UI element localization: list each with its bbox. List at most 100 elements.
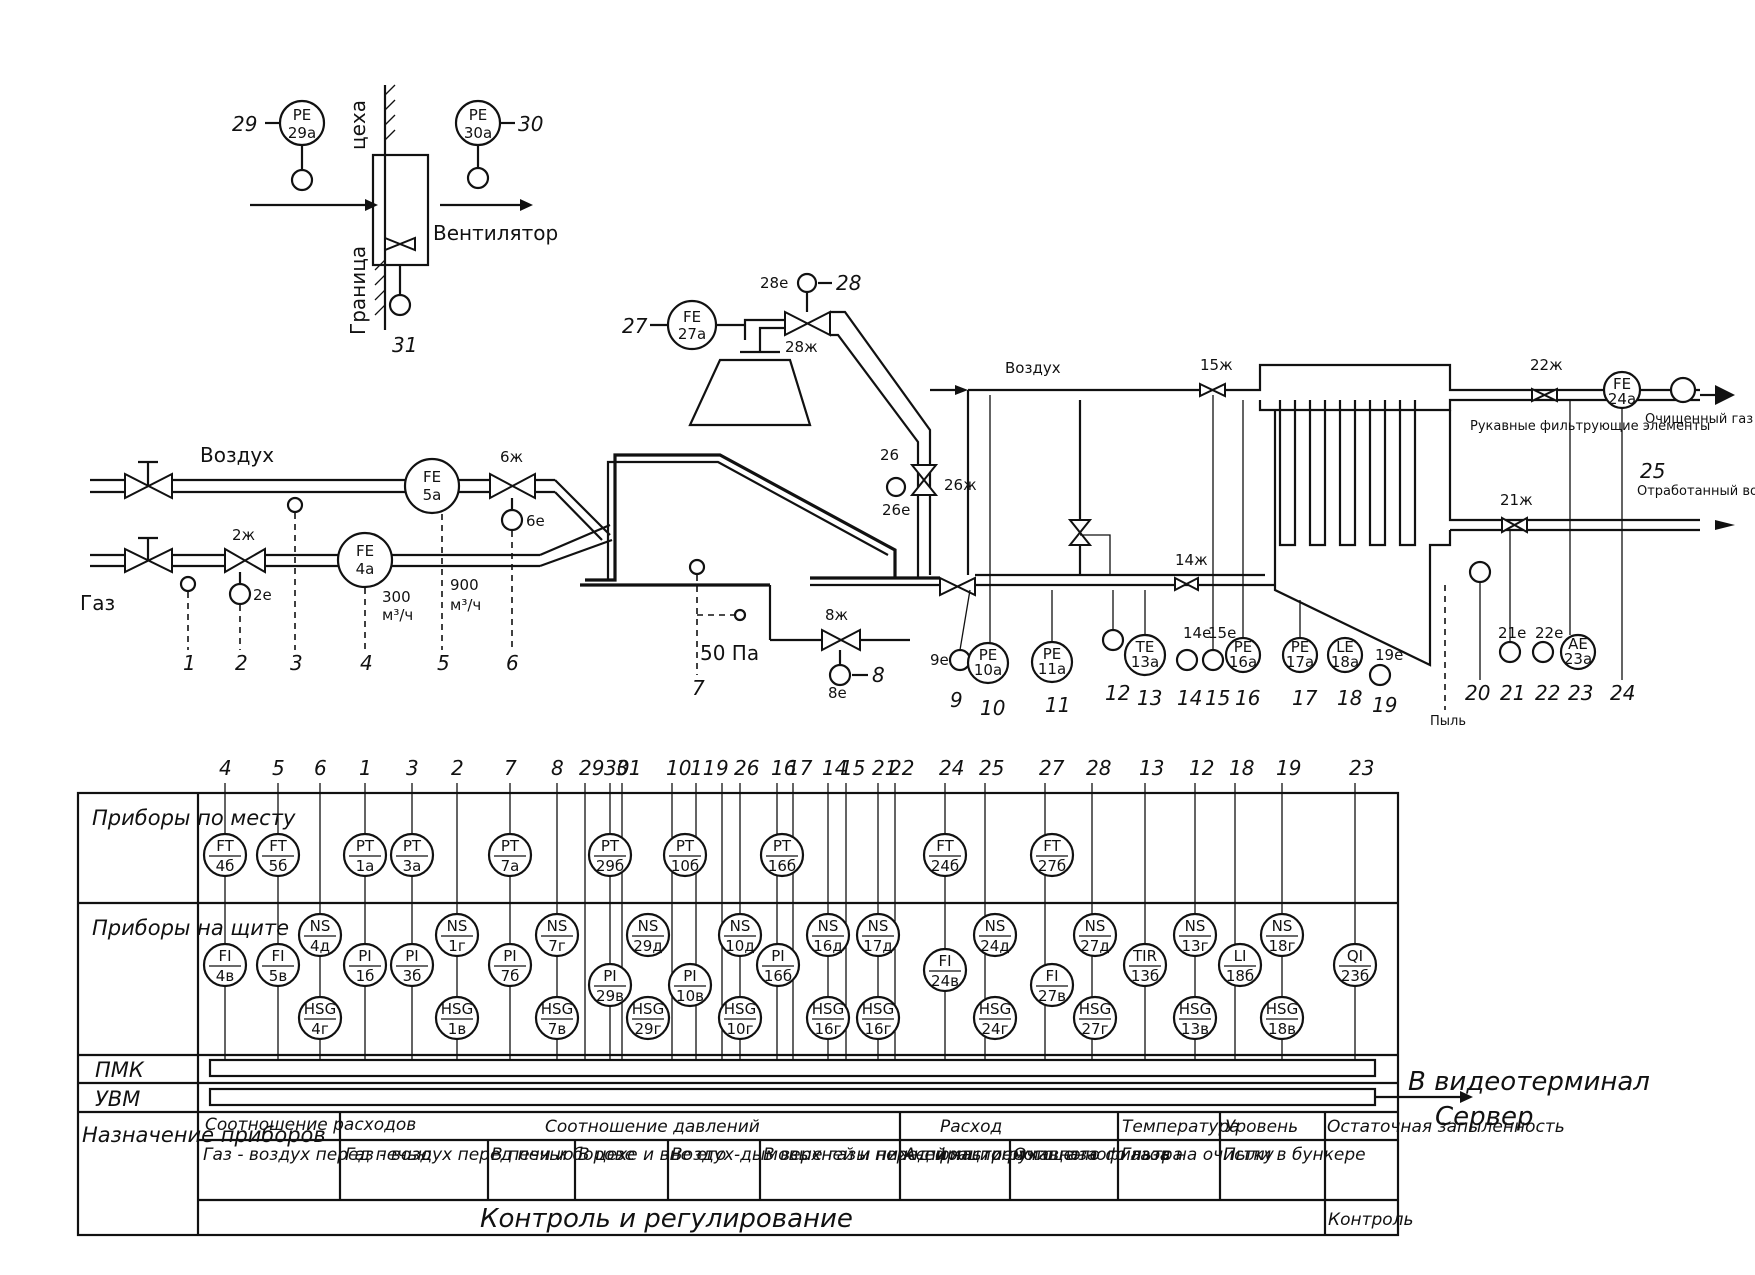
num-20: 20	[1465, 681, 1490, 705]
num-24: 24	[1610, 681, 1635, 705]
panel-instrument	[922, 947, 968, 993]
num-25: 25	[1640, 459, 1665, 483]
local-instrument	[662, 832, 708, 878]
panel-instrument-tag: NS	[447, 917, 468, 935]
panel-instrument	[434, 995, 480, 1041]
panel-instrument-sub: 24в	[931, 972, 959, 990]
panel-instrument	[1029, 962, 1075, 1008]
local-instrument-sub: 29б	[596, 857, 624, 875]
instrument-ae23a	[1559, 633, 1597, 671]
fe4a-sub: 4а	[356, 560, 375, 578]
purpose-group-flow: Расход	[940, 1117, 1002, 1137]
num-15: 15	[1205, 686, 1230, 710]
table-col-number: 4	[219, 756, 232, 780]
label-26e: 26е	[882, 501, 910, 519]
panel-instrument-tag: HSG	[441, 1000, 473, 1018]
num-29: 29	[232, 112, 257, 136]
local-instrument	[255, 832, 301, 878]
fe5a-sub: 5а	[423, 486, 442, 504]
fe27a-sub: 27а	[678, 325, 706, 343]
fe24a-sub: 24а	[1608, 390, 1636, 408]
label-6zh: 6ж	[500, 448, 523, 466]
label-14e: 14е	[1183, 624, 1211, 642]
panel-instrument-tag: PI	[771, 947, 784, 965]
num-9: 9	[950, 688, 963, 712]
panel-instrument	[972, 995, 1018, 1041]
panel-instrument-tag: NS	[1185, 917, 1206, 935]
panel-instrument-sub: 29в	[596, 987, 624, 1005]
table-col-number: 15	[840, 756, 865, 780]
gas-valve-icon	[124, 547, 173, 574]
loop-numbers-left: 1 2 3 4 5 6	[183, 651, 519, 675]
panel-instrument	[1217, 942, 1263, 988]
num-27: 27	[622, 314, 648, 338]
panel-instrument-tag: NS	[1272, 917, 1293, 935]
panel-instrument	[625, 912, 671, 958]
panel-instrument-tag: FI	[218, 947, 231, 965]
pe11a-tag: PE	[1043, 645, 1062, 663]
panel-instrument-tag: FI	[938, 952, 951, 970]
num-10: 10	[980, 696, 1005, 720]
panel-instrument-tag: FI	[271, 947, 284, 965]
panel-instrument	[1259, 912, 1305, 958]
table-col-number: 14	[822, 756, 847, 780]
table-col-number: 13	[1139, 756, 1164, 780]
panel-instrument-tag: NS	[1085, 917, 1106, 935]
local-instrument-tag: PT	[403, 837, 422, 855]
panel-instrument	[487, 942, 533, 988]
valve-22zh-icon	[1531, 387, 1558, 403]
table-col-number: 8	[551, 756, 564, 780]
fan-housing	[371, 153, 430, 267]
flow-300: 300	[382, 588, 411, 606]
border-label: Граница	[346, 246, 370, 335]
panel-instrument	[625, 995, 671, 1041]
panel-instrument-sub: 29д	[633, 937, 662, 955]
panel-instrument-tag: HSG	[979, 1000, 1011, 1018]
table-col-number: 2	[451, 756, 464, 780]
local-instrument-sub: 1а	[356, 857, 375, 875]
panel-instrument-sub: 13в	[1181, 1020, 1209, 1038]
pressure-label: 50 Па	[700, 641, 759, 665]
local-instrument-sub: 27б	[1038, 857, 1066, 875]
panel-instrument	[855, 995, 901, 1041]
table-col-number: 19	[1276, 756, 1301, 780]
panel-instrument-sub: 16г	[865, 1020, 892, 1038]
label-28zh: 28ж	[785, 338, 818, 356]
furnace: 50 Па 7 8ж 8е 8	[580, 453, 940, 702]
panel-instrument-tag: LI	[1234, 947, 1247, 965]
valve-2zh-icon	[224, 547, 266, 574]
panel-instrument	[202, 942, 248, 988]
label-22e: 22е	[1535, 624, 1563, 642]
panel-instrument-tag: NS	[730, 917, 751, 935]
purpose-cell-10: Пыли в бункере	[1223, 1145, 1366, 1165]
num-16: 16	[1235, 686, 1260, 710]
panel-instrument-tag: NS	[818, 917, 839, 935]
local-instrument-sub: 10б	[671, 857, 699, 875]
panel-instrument	[534, 912, 580, 958]
panel-instrument-tag: HSG	[1266, 1000, 1298, 1018]
row-uvm-label: УВМ	[95, 1087, 140, 1111]
le18a-sub: 18а	[1331, 653, 1359, 671]
panel-instrument-tag: NS	[547, 917, 568, 935]
panel-instrument-tag: HSG	[632, 1000, 664, 1018]
purpose-group-level: Уровень	[1225, 1117, 1298, 1137]
num-7: 7	[692, 676, 705, 700]
label-8e: 8е	[828, 684, 847, 702]
panel-instrument-tag: HSG	[862, 1000, 894, 1018]
local-instrument-sub: 7а	[501, 857, 520, 875]
table-col-number: 18	[1229, 756, 1254, 780]
panel-instrument-tag: PI	[503, 947, 516, 965]
label-28e: 28е	[760, 274, 788, 292]
instrument-le18a	[1326, 636, 1364, 674]
panel-instrument-sub: 4г	[311, 1020, 329, 1038]
table-col-number: 12	[1189, 756, 1214, 780]
fe5a-tag: FE	[423, 468, 441, 486]
fan-label: Вентилятор	[433, 221, 558, 245]
table-instruments: FT4бFT5бPT1аPT3аPT7аPT29бPT10бPT16бFT24б…	[202, 832, 1378, 1041]
local-instrument-sub: 5б	[269, 857, 288, 875]
label-2e: 2е	[253, 586, 272, 604]
panel-instrument-sub: 7б	[501, 967, 520, 985]
purpose-cell-9: Газов на очистку	[1121, 1145, 1275, 1165]
panel-instrument	[389, 942, 435, 988]
gas-label: Газ	[80, 591, 115, 615]
